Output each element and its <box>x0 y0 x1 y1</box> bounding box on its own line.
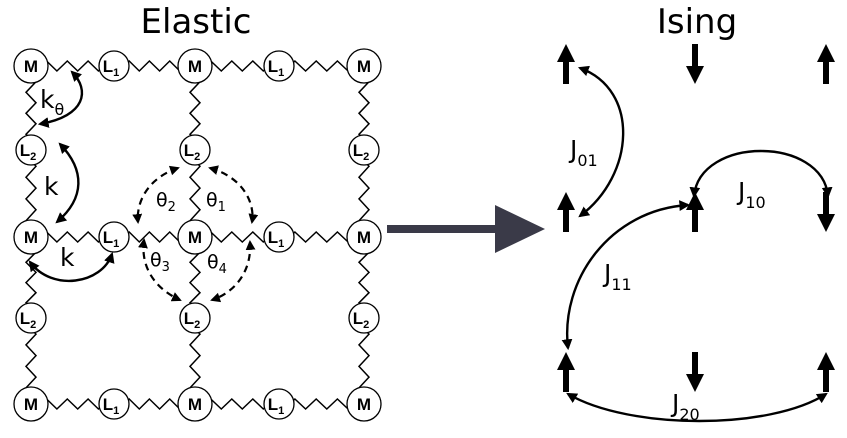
link2-node: L2 <box>179 302 211 334</box>
mass-node: M <box>346 386 382 422</box>
mass-node: M <box>346 48 382 84</box>
link2-node: L2 <box>348 302 380 334</box>
theta3-label: θ3 <box>150 249 170 275</box>
theta4-label: θ4 <box>207 251 227 277</box>
node-label: M <box>24 228 38 247</box>
ising-title: Ising <box>657 2 737 42</box>
link2-node: L2 <box>15 134 47 166</box>
node-label: M <box>24 395 38 414</box>
k-vertical-arrow <box>55 142 80 224</box>
link1-node: L1 <box>263 50 295 82</box>
j20-arc <box>566 392 828 423</box>
node-label: L2 <box>353 309 370 331</box>
link1-node: L1 <box>263 388 295 420</box>
theta1-label: θ1 <box>206 189 226 215</box>
node-label: M <box>24 57 38 76</box>
elastic-title: Elastic <box>141 2 252 42</box>
link2-node: L2 <box>15 302 47 334</box>
mass-node: M <box>13 219 49 255</box>
spin-up-arrow <box>557 44 575 84</box>
k-theta-arrow <box>37 70 83 128</box>
link2-node: L2 <box>179 134 211 166</box>
node-label: M <box>357 57 371 76</box>
theta4-arc <box>210 240 256 303</box>
mass-node: M <box>13 386 49 422</box>
node-label: M <box>188 57 202 76</box>
theta2-label: θ2 <box>156 189 176 215</box>
mass-node: M <box>13 48 49 84</box>
transform-arrow <box>387 205 545 253</box>
j11-label: J11 <box>602 259 632 294</box>
node-label: L2 <box>20 141 37 163</box>
j20-label: J20 <box>670 389 700 424</box>
j10-arc <box>689 149 833 199</box>
link2-node: L2 <box>348 134 380 166</box>
node-label: L2 <box>184 141 201 163</box>
link1-node: L1 <box>98 388 130 420</box>
j10-label: J10 <box>736 177 766 212</box>
link1-node: L1 <box>98 50 130 82</box>
node-label: L1 <box>103 228 120 250</box>
j11-arc <box>561 200 691 351</box>
j01-arc <box>577 65 625 218</box>
spin-up-arrow <box>557 352 575 392</box>
theta3-arc <box>138 238 182 302</box>
mass-node: M <box>177 48 213 84</box>
spin-down-arrow <box>686 44 704 84</box>
node-label: L1 <box>268 395 285 417</box>
node-label: M <box>188 395 202 414</box>
j01-label: J01 <box>568 135 598 170</box>
node-label: L1 <box>103 395 120 417</box>
spin-down-arrow <box>817 192 835 232</box>
node-label: L1 <box>268 228 285 250</box>
node-label: L2 <box>20 309 37 331</box>
spin-lattice <box>557 44 835 392</box>
node-label: M <box>357 395 371 414</box>
k-vertical-label: k <box>44 172 59 201</box>
node-label: L2 <box>353 141 370 163</box>
mass-node: M <box>177 219 213 255</box>
mass-node: M <box>346 219 382 255</box>
node-label: M <box>188 228 202 247</box>
node-label: M <box>357 228 371 247</box>
spin-up-arrow <box>817 352 835 392</box>
spin-up-arrow <box>817 44 835 84</box>
theta2-arc <box>132 165 180 224</box>
link1-node: L1 <box>263 221 295 253</box>
node-label: L1 <box>268 57 285 79</box>
spin-down-arrow <box>686 352 704 392</box>
k-horizontal-arrow <box>28 251 115 283</box>
spin-up-arrow <box>686 192 704 232</box>
spin-up-arrow <box>557 192 575 232</box>
mass-node: M <box>177 386 213 422</box>
k-theta-label: kθ <box>40 85 64 119</box>
node-label: L1 <box>103 57 120 79</box>
link1-node: L1 <box>98 221 130 253</box>
k-horizontal-label: k <box>60 243 75 272</box>
node-label: L2 <box>184 309 201 331</box>
